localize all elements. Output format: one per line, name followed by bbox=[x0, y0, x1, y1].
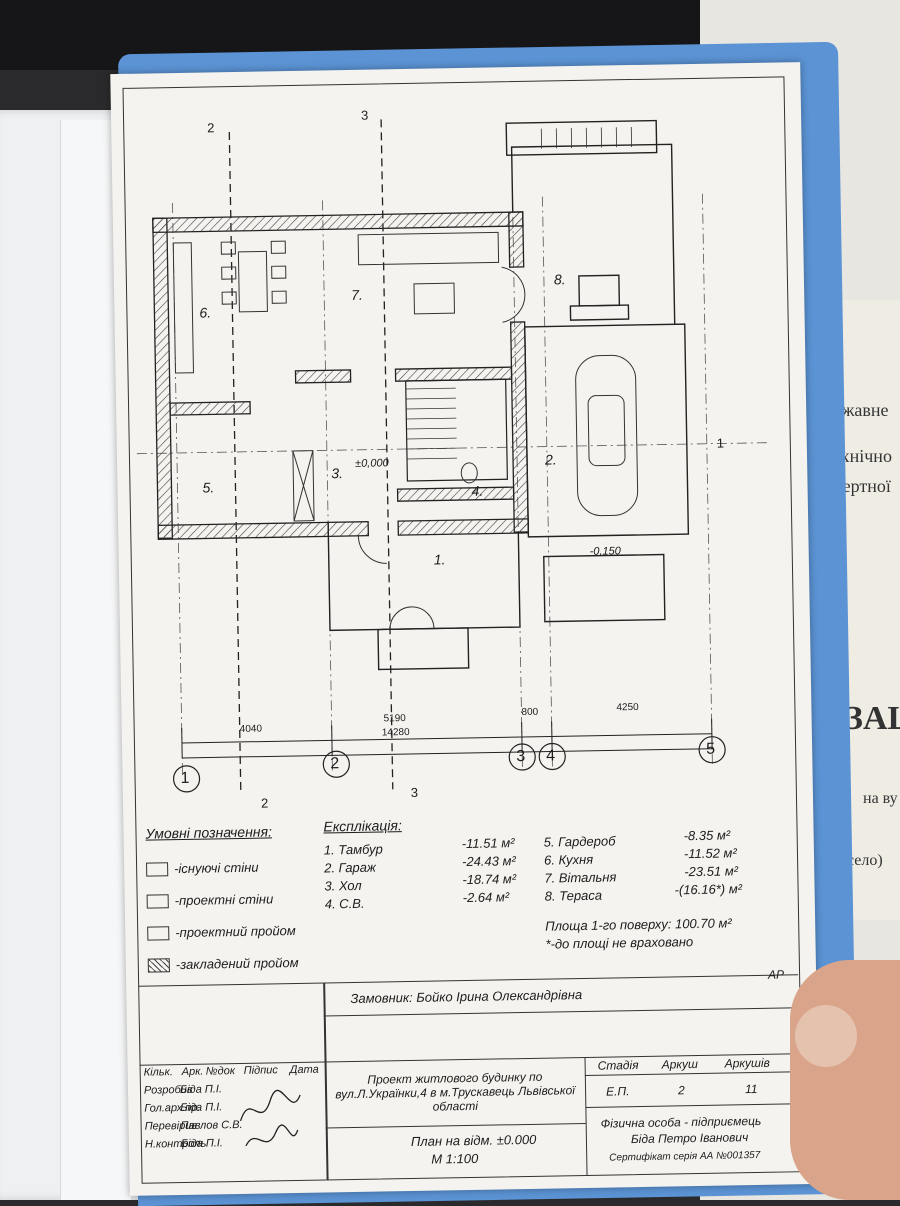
person-name: Біда П.І. bbox=[180, 1101, 222, 1114]
section-mark-2-top: 2 bbox=[207, 120, 214, 135]
tb-divider bbox=[585, 1103, 800, 1108]
axis-label-2: 2 bbox=[330, 755, 339, 773]
dimension-800: 800 bbox=[521, 707, 538, 718]
drawing-scale: М 1:100 bbox=[431, 1151, 478, 1167]
dimension-4040: 4040 bbox=[240, 724, 262, 735]
legend-label: -існуючі стіни bbox=[174, 860, 259, 876]
col-header: Арк. bbox=[182, 1066, 204, 1078]
explication-area: -8.35 м² bbox=[684, 827, 731, 843]
explication-name: 6. Кухня bbox=[544, 852, 593, 868]
axis-label-4: 4 bbox=[546, 747, 555, 765]
person-name: Біда П.І. bbox=[181, 1137, 223, 1150]
explication-area: -11.52 м² bbox=[684, 845, 737, 861]
room-label-6: 6. bbox=[199, 304, 211, 320]
section-mark-2-bottom: 2 bbox=[261, 795, 268, 810]
customer: Замовник: Бойко Ірина Олександрівна bbox=[350, 987, 582, 1006]
explication-note: *-до площі не враховано bbox=[545, 934, 693, 952]
drawing-sheet: 6. 7. 8. 5. 3. ±0,000 4. 2. -0,150 1. 40… bbox=[110, 62, 819, 1196]
axis-label-3: 3 bbox=[516, 748, 525, 766]
title-block: Замовник: Бойко Ірина Олександрівна АР К… bbox=[138, 974, 801, 1182]
section-mark-3-bottom: 3 bbox=[411, 785, 418, 800]
explication-name: 2. Гараж bbox=[324, 860, 376, 876]
legend-item: -проектні стіни bbox=[147, 891, 274, 908]
tb-divider bbox=[324, 1007, 799, 1016]
section-mark-3-top: 3 bbox=[361, 108, 368, 123]
explication-area: -23.51 м² bbox=[684, 863, 738, 879]
legend-label: -проектні стіни bbox=[175, 891, 274, 908]
room-label-2: 2. bbox=[545, 451, 557, 467]
dimension-4250: 4250 bbox=[616, 702, 638, 713]
col-header: Дата bbox=[290, 1064, 319, 1077]
signature bbox=[235, 1080, 306, 1161]
legend-title: Умовні позначення: bbox=[145, 823, 272, 841]
explication-area: -24.43 м² bbox=[462, 853, 516, 869]
garage-level: -0,150 bbox=[590, 545, 621, 558]
section-mark-1: 1 bbox=[717, 435, 724, 450]
legend-item: -існуючі стіни bbox=[146, 860, 259, 877]
legend-label: -проектний пройом bbox=[175, 923, 296, 940]
fingernail bbox=[795, 1005, 857, 1067]
legend-swatch bbox=[147, 894, 169, 908]
col-header: Підпис bbox=[244, 1064, 278, 1077]
explication-area: -18.74 м² bbox=[462, 871, 516, 887]
sheet-value: 2 bbox=[678, 1083, 685, 1097]
col-header: Кільк. bbox=[144, 1066, 173, 1079]
project-title: Проект житлового будинку по вул.Л.Україн… bbox=[335, 1069, 576, 1115]
stage-value: Е.П. bbox=[606, 1084, 630, 1098]
drawing-title: План на відм. ±0.000 bbox=[411, 1132, 537, 1149]
hand bbox=[790, 960, 900, 1200]
explication-area: -(16.16*) м² bbox=[674, 881, 742, 897]
author-name: Біда Петро Іванович bbox=[631, 1130, 749, 1146]
explication-area: -11.51 м² bbox=[462, 835, 515, 851]
sheets-label: Аркушів bbox=[725, 1056, 770, 1071]
explication-name: 7. Вітальня bbox=[544, 869, 616, 885]
room-label-5: 5. bbox=[202, 479, 214, 495]
sheet-code: АР bbox=[768, 967, 784, 981]
dimension-5190: 5190 bbox=[383, 713, 405, 724]
explication-name: 3. Хол bbox=[324, 878, 361, 894]
legend-label: -закладений пройом bbox=[176, 955, 299, 972]
explication-area: -2.64 м² bbox=[463, 889, 510, 905]
room-label-3: 3. bbox=[331, 465, 343, 481]
right-doc-line: на ву bbox=[863, 790, 898, 808]
legend-item: -проектний пройом bbox=[147, 923, 296, 941]
legend-swatch bbox=[147, 926, 169, 940]
legend-swatch bbox=[146, 862, 168, 876]
dimension-total: 14280 bbox=[382, 727, 410, 738]
certificate: Сертифікат серія АА №001357 bbox=[609, 1150, 760, 1164]
right-doc-heading: ЗАЩ bbox=[845, 700, 900, 738]
tb-divider bbox=[326, 1123, 586, 1129]
explication-title: Експлікація: bbox=[323, 817, 402, 834]
stage-label: Стадія bbox=[598, 1058, 639, 1073]
room-label-8: 8. bbox=[554, 271, 566, 287]
person-name: Біда П.І. bbox=[180, 1083, 222, 1096]
explication-name: 5. Гардероб bbox=[544, 833, 616, 849]
axis-label-5: 5 bbox=[706, 741, 715, 759]
author-line: Фізична особа - підприємець bbox=[601, 1114, 762, 1131]
room-label-1: 1. bbox=[434, 551, 446, 567]
axis-lines bbox=[133, 193, 773, 774]
legend-swatch bbox=[148, 958, 170, 972]
axis-markers bbox=[173, 736, 726, 792]
legend-item: -закладений пройом bbox=[148, 955, 299, 973]
col-header: №док bbox=[206, 1065, 236, 1078]
explication-name: 8. Тераса bbox=[545, 888, 603, 904]
room-label-7: 7. bbox=[351, 287, 363, 303]
right-doc-line: село) bbox=[847, 852, 883, 870]
room-label-4: 4. bbox=[471, 483, 483, 499]
sheets-value: 11 bbox=[745, 1082, 758, 1096]
person-name: Павлов С.В. bbox=[181, 1119, 243, 1132]
explication-name: 4. С.В. bbox=[325, 896, 365, 912]
axis-label-1: 1 bbox=[180, 770, 189, 788]
explication-name: 1. Тамбур bbox=[324, 841, 383, 857]
sheet-label: Аркуш bbox=[662, 1057, 699, 1072]
hall-level: ±0,000 bbox=[355, 457, 389, 470]
floor-plan bbox=[110, 62, 812, 794]
tb-divider bbox=[323, 984, 328, 1180]
